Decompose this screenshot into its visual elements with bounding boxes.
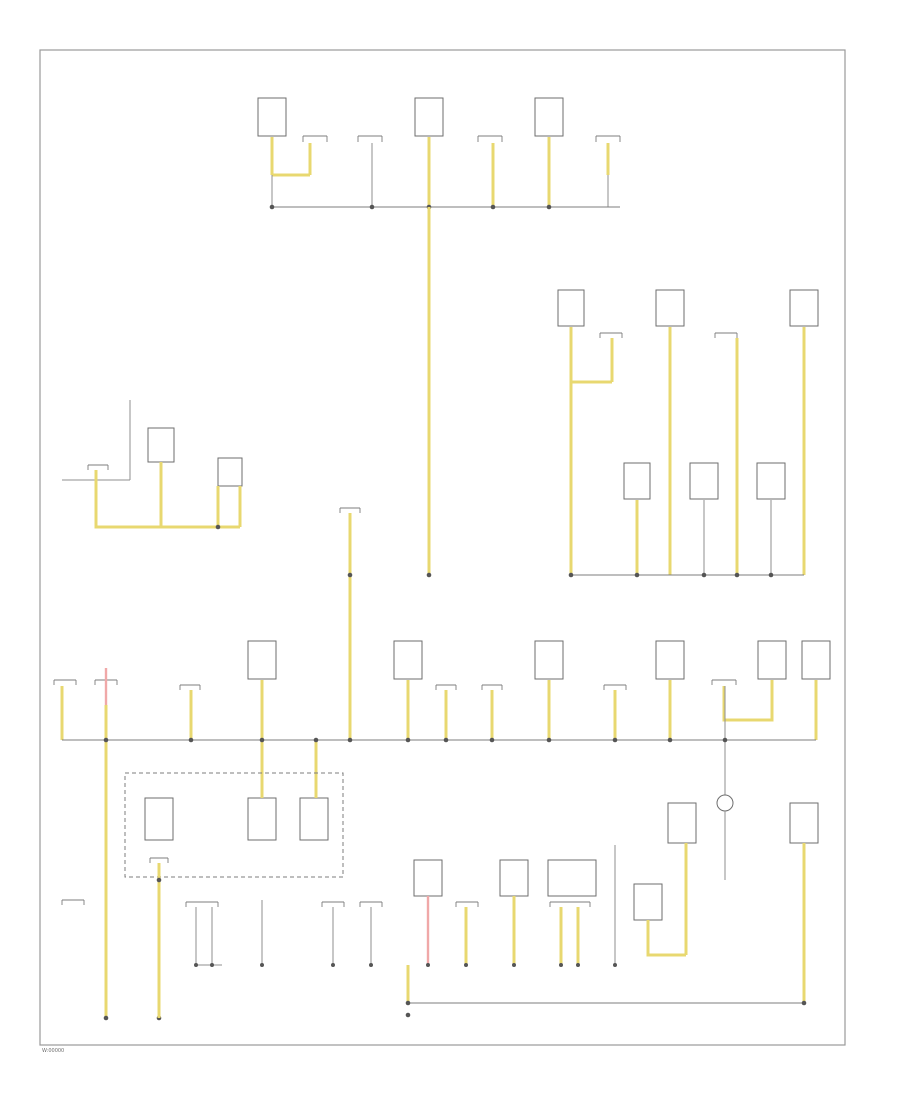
component-box	[655, 289, 685, 327]
component-box	[147, 427, 175, 463]
component-box	[393, 640, 423, 680]
component-box	[633, 883, 663, 921]
component-box	[547, 859, 597, 897]
component-box	[413, 859, 443, 897]
connector-symbols	[302, 135, 621, 142]
component-box	[667, 802, 697, 844]
main-middle-ground-group	[53, 640, 831, 1010]
wire-gray	[703, 500, 772, 575]
connector-symbols	[53, 679, 737, 690]
wire-yellow	[464, 896, 580, 965]
component-box	[299, 797, 329, 841]
component-box	[217, 457, 243, 487]
wire-gray	[271, 143, 609, 207]
component-box	[789, 802, 819, 844]
bottom-left-items	[61, 899, 264, 967]
connector-symbol	[599, 332, 623, 338]
connector-symbol	[87, 464, 109, 470]
diagram-frame	[39, 49, 846, 1046]
component-box	[257, 97, 287, 137]
component-box	[247, 640, 277, 680]
wire-yellow	[60, 680, 672, 790]
splice-dots	[568, 572, 774, 578]
top-ground-group	[257, 97, 621, 578]
component-box	[144, 797, 174, 841]
lamp-symbol	[716, 794, 734, 812]
component-box	[247, 797, 277, 841]
diagram-code: W:00000	[42, 1048, 64, 1054]
wire-yellow	[270, 137, 312, 177]
component-box	[757, 640, 787, 680]
component-box	[414, 97, 444, 137]
wire-yellow	[260, 790, 318, 798]
module-outline	[124, 772, 344, 878]
bottom-right-ground-group	[321, 794, 819, 1006]
left-upper-ground-group	[62, 400, 243, 530]
component-box	[756, 462, 786, 500]
component-box	[534, 97, 564, 137]
wire-yellow	[569, 327, 614, 575]
wire-yellow	[722, 680, 774, 722]
component-box	[557, 289, 585, 327]
connector-symbol	[714, 332, 738, 338]
wire-yellow	[646, 843, 688, 957]
middle-tie-wire	[339, 507, 361, 740]
component-box	[534, 640, 564, 680]
wire-gray	[332, 811, 726, 965]
component-box	[689, 462, 719, 500]
component-box	[499, 859, 529, 897]
component-box	[801, 640, 831, 680]
splice-dots	[331, 963, 807, 1006]
wire-gray	[195, 907, 222, 966]
splice-dots	[103, 737, 728, 743]
component-box	[789, 289, 819, 327]
component-box	[623, 462, 651, 500]
wire-yellow	[94, 462, 242, 529]
ground-terminals	[103, 1010, 411, 1021]
component-box	[655, 640, 685, 680]
dashed-module-group	[124, 772, 344, 1010]
connector-symbol	[149, 857, 169, 863]
connector-symbols	[321, 901, 591, 907]
wire-gray	[62, 400, 131, 481]
right-upper-ground-group	[557, 289, 819, 578]
